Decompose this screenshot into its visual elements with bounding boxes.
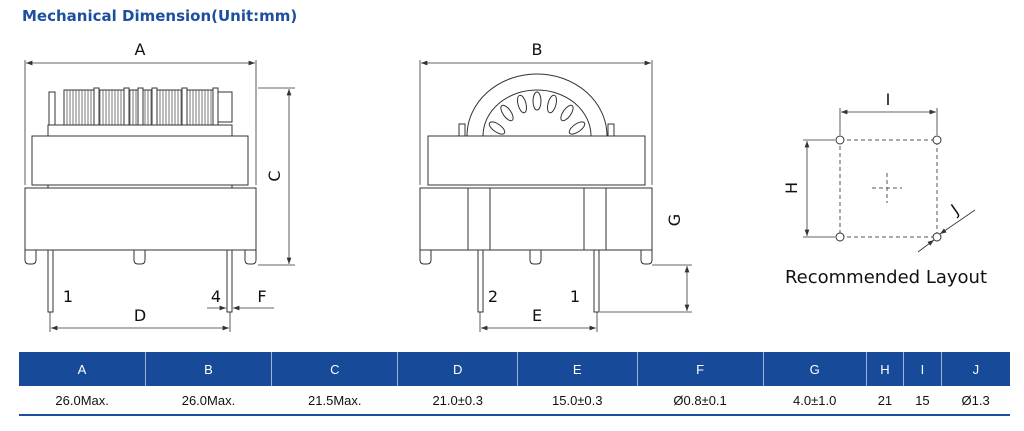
value-cell: Ø0.8±0.1 [637,386,764,416]
header-cell: J [940,352,1010,386]
dim-label-d: D [134,306,146,325]
pin-label-1: 1 [63,287,73,306]
value-cell: 26.0Max. [145,386,272,416]
dim-label-b: B [532,40,543,59]
dim-label-j: J [947,200,963,219]
header-cell: B [144,352,272,386]
value-cell: 21.5Max. [271,386,398,416]
header-cell: A [19,352,146,386]
header-cell: E [516,352,638,386]
layout-caption: Recommended Layout [785,267,987,288]
table-row: 26.0Max. 26.0Max. 21.5Max. 21.0±0.3 15.0… [19,386,1010,416]
recommended-layout: I H J Recommended Layout [782,90,987,288]
side-view: B 2 1 G E [419,40,692,332]
dim-label-g: G [665,214,684,226]
pin-label-4: 4 [211,287,221,306]
pin-label-2: 2 [488,287,498,306]
header-cell: F [636,352,764,386]
table-header-row: A B C D E F G H I J [19,352,1010,386]
header-cell: I [903,352,942,386]
header-cell: H [865,352,904,386]
dim-label-a: A [135,40,146,59]
value-cell: 21 [866,386,904,416]
dim-label-c: C [265,170,284,181]
value-cell: 21.0±0.3 [397,386,518,416]
front-view: A C 1 4 F D [24,40,295,332]
value-cell: Ø1.3 [941,386,1010,416]
header-cell: G [762,352,867,386]
mechanical-drawing: A C 1 4 F D B [24,40,987,332]
header-cell: D [397,352,518,386]
dim-label-h: H [782,182,801,194]
pin-label-1-side: 1 [570,287,580,306]
value-cell: 26.0Max. [19,386,146,416]
value-cell: 15 [903,386,942,416]
dim-label-f: F [257,287,266,306]
section-title: Mechanical Dimension(Unit:mm) [22,7,298,25]
value-cell: 4.0±1.0 [763,386,867,416]
header-cell: C [271,352,398,386]
dim-label-e: E [532,306,542,325]
dim-label-i: I [886,90,891,109]
value-cell: 15.0±0.3 [517,386,638,416]
dimension-table: A B C D E F G H I J 26.0Max. 26.0Max. 21… [19,352,1010,416]
